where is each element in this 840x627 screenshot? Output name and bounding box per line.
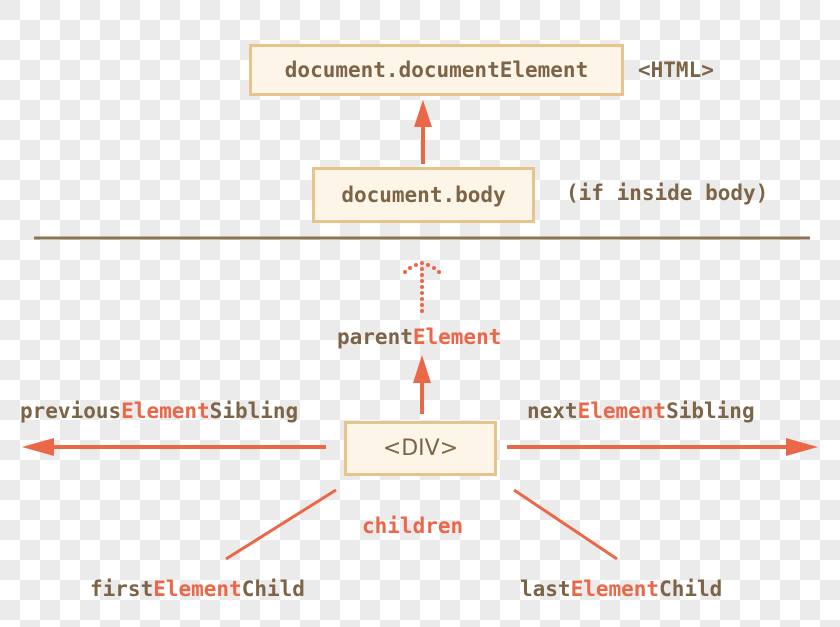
label-last-element-child: lastElementChild <box>520 577 723 601</box>
node-label: document.documentElement <box>284 58 589 82</box>
line-last-child <box>513 488 618 561</box>
node-label: <DIV> <box>382 436 459 461</box>
line-first-child <box>225 488 337 561</box>
label-children: children <box>362 514 464 538</box>
arrow-next-sibling <box>507 438 818 456</box>
label-parent-element: parentElement <box>337 325 502 349</box>
arrow-parent <box>413 355 431 414</box>
node-div: <DIV> <box>344 421 497 476</box>
label-first-element-child: firstElementChild <box>90 577 305 601</box>
label-next-element-sibling: nextElementSibling <box>527 399 755 423</box>
dotted-up-arrow-icon <box>403 261 441 313</box>
node-document-body: document.body <box>312 167 535 223</box>
arrow-body-to-html <box>414 100 432 164</box>
html-note: <HTML> <box>638 58 714 82</box>
arrow-previous-sibling <box>22 438 326 456</box>
body-note: (if inside body) <box>566 181 769 205</box>
node-document-element: document.documentElement <box>249 44 624 96</box>
node-label: document.body <box>341 183 506 207</box>
label-previous-element-sibling: previousElementSibling <box>20 399 299 423</box>
